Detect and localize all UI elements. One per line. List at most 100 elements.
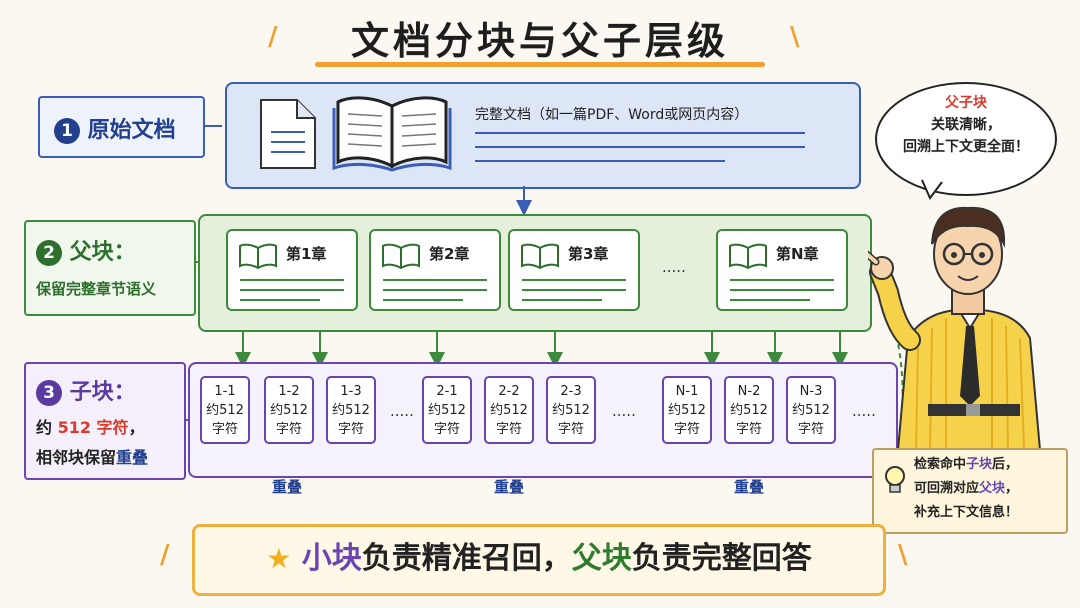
summary-banner: ★ 小块负责精准召回，父块负责完整回答 bbox=[192, 524, 886, 596]
text-line bbox=[475, 132, 805, 134]
document-icon bbox=[260, 99, 316, 169]
level3-line1-a: 约 bbox=[36, 418, 58, 437]
chunk-unit: 字符 bbox=[433, 422, 460, 437]
open-book-icon bbox=[332, 96, 452, 172]
chunk-ellipsis: ..... bbox=[852, 402, 876, 420]
speech-bubble: 父子块 关联清晰， 回溯上下文更全面！ bbox=[875, 82, 1057, 196]
chunk-unit: 字符 bbox=[797, 422, 824, 437]
sparkle-left-icon: / bbox=[268, 22, 278, 52]
chunk-size: 约512 bbox=[490, 403, 528, 418]
overlap-label: 重叠 bbox=[734, 478, 765, 496]
level2-title: 父块： bbox=[69, 240, 136, 265]
book-icon bbox=[239, 243, 277, 269]
chunk-size: 约512 bbox=[730, 403, 768, 418]
note-a3: 后， bbox=[992, 457, 1019, 472]
parent-chunk-card: 第2章 bbox=[369, 229, 501, 311]
chunk-size: 约512 bbox=[792, 403, 830, 418]
chapter-title: 第2章 bbox=[429, 245, 470, 263]
chunk-ellipsis: ..... bbox=[612, 402, 636, 420]
level1-title: 原始文档 bbox=[87, 118, 176, 143]
sparkle-right-icon: \ bbox=[790, 22, 800, 52]
chunk-id: 2-1 bbox=[436, 384, 458, 399]
overlap-label: 重叠 bbox=[272, 478, 303, 496]
chunk-id: N-3 bbox=[799, 384, 823, 399]
text-line bbox=[475, 146, 805, 148]
book-icon bbox=[729, 243, 767, 269]
chunk-id: N-2 bbox=[737, 384, 761, 399]
chunk-size: 约512 bbox=[428, 403, 466, 418]
note-a1: 检索命中 bbox=[914, 457, 967, 472]
level3-title: 子块： bbox=[69, 380, 136, 405]
child-chunk-card: N-2 约512 字符 bbox=[724, 376, 774, 444]
child-chunk-card: N-1 约512 字符 bbox=[662, 376, 712, 444]
chunk-ellipsis: ..... bbox=[390, 402, 414, 420]
chunk-unit: 字符 bbox=[495, 422, 522, 437]
child-chunk-card: N-3 约512 字符 bbox=[786, 376, 836, 444]
chunk-id: N-1 bbox=[675, 384, 699, 399]
chunk-size: 约512 bbox=[206, 403, 244, 418]
original-document-panel: 完整文档（如一篇PDF、Word或网页内容） bbox=[225, 82, 861, 189]
book-icon bbox=[382, 243, 420, 269]
chunk-unit: 字符 bbox=[735, 422, 762, 437]
note-b3: ， bbox=[1005, 481, 1019, 496]
sparkle-right-icon: \ bbox=[898, 540, 908, 570]
chunk-unit: 字符 bbox=[557, 422, 584, 437]
summary-parent-chunk: 父块 bbox=[571, 541, 632, 576]
level3-chunk-size: 512 字符 bbox=[57, 418, 129, 437]
level1-number: 1 bbox=[54, 118, 80, 144]
chapter-title: 第1章 bbox=[286, 245, 327, 263]
text-line bbox=[475, 160, 725, 162]
chunk-id: 1-1 bbox=[214, 384, 236, 399]
level3-label: 3 子块： 约 512 字符， 相邻块保留重叠 bbox=[24, 362, 186, 480]
note-parent-chunk: 父块 bbox=[979, 481, 1006, 496]
level2-subtitle: 保留完整章节语义 bbox=[36, 280, 157, 298]
chunk-unit: 字符 bbox=[211, 422, 238, 437]
summary-part-d: 负责完整回答 bbox=[631, 541, 812, 576]
chapter-ellipsis: ..... bbox=[662, 258, 686, 276]
parent-chunk-card: 第1章 bbox=[226, 229, 358, 311]
bubble-tail bbox=[921, 179, 943, 200]
retrieval-note: 检索命中子块后， 可回溯对应父块， 补充上下文信息！ bbox=[872, 448, 1068, 534]
chunk-unit: 字符 bbox=[337, 422, 364, 437]
chapter-title: 第N章 bbox=[776, 245, 819, 263]
chunk-unit: 字符 bbox=[673, 422, 700, 437]
parent-chunk-card: 第3章 bbox=[508, 229, 640, 311]
star-icon: ★ bbox=[266, 542, 292, 575]
chunk-id: 1-3 bbox=[340, 384, 362, 399]
level3-overlap: 重叠 bbox=[116, 448, 149, 467]
level2-number: 2 bbox=[36, 240, 62, 266]
level3-number: 3 bbox=[36, 380, 62, 406]
page-title: 文档分块与父子层级 bbox=[350, 19, 729, 63]
child-chunk-card: 2-3 约512 字符 bbox=[546, 376, 596, 444]
level1-label: 1 原始文档 bbox=[38, 96, 205, 158]
chunk-id: 2-3 bbox=[560, 384, 582, 399]
note-b1: 可回溯对应 bbox=[914, 481, 980, 496]
chunk-id: 2-2 bbox=[498, 384, 520, 399]
child-chunk-card: 2-1 约512 字符 bbox=[422, 376, 472, 444]
bubble-line1: 父子块 bbox=[945, 95, 987, 111]
chunk-size: 约512 bbox=[668, 403, 706, 418]
parent-chunk-card: 第N章 bbox=[716, 229, 848, 311]
overlap-label: 重叠 bbox=[494, 478, 525, 496]
chunk-size: 约512 bbox=[332, 403, 370, 418]
bubble-line2: 关联清晰， bbox=[931, 117, 1001, 133]
level3-line2-a: 相邻块保留 bbox=[36, 448, 117, 467]
level3-line1-c: ， bbox=[128, 418, 145, 437]
lightbulb-icon bbox=[885, 466, 905, 493]
chunk-size: 约512 bbox=[270, 403, 308, 418]
chunk-size: 约512 bbox=[552, 403, 590, 418]
book-icon bbox=[521, 243, 559, 269]
chapter-title: 第3章 bbox=[568, 245, 609, 263]
presenter-illustration bbox=[868, 206, 1042, 450]
bubble-line3: 回溯上下文更全面！ bbox=[903, 139, 1029, 155]
title-underline bbox=[315, 62, 765, 67]
child-chunk-card: 1-3 约512 字符 bbox=[326, 376, 376, 444]
level2-label: 2 父块： 保留完整章节语义 bbox=[24, 220, 196, 316]
chunk-id: 1-2 bbox=[278, 384, 300, 399]
child-chunk-card: 2-2 约512 字符 bbox=[484, 376, 534, 444]
child-chunk-card: 1-1 约512 字符 bbox=[200, 376, 250, 444]
note-child-chunk: 子块 bbox=[966, 457, 993, 472]
original-document-desc: 完整文档（如一篇PDF、Word或网页内容） bbox=[475, 107, 749, 123]
sparkle-left-icon: / bbox=[160, 540, 170, 570]
